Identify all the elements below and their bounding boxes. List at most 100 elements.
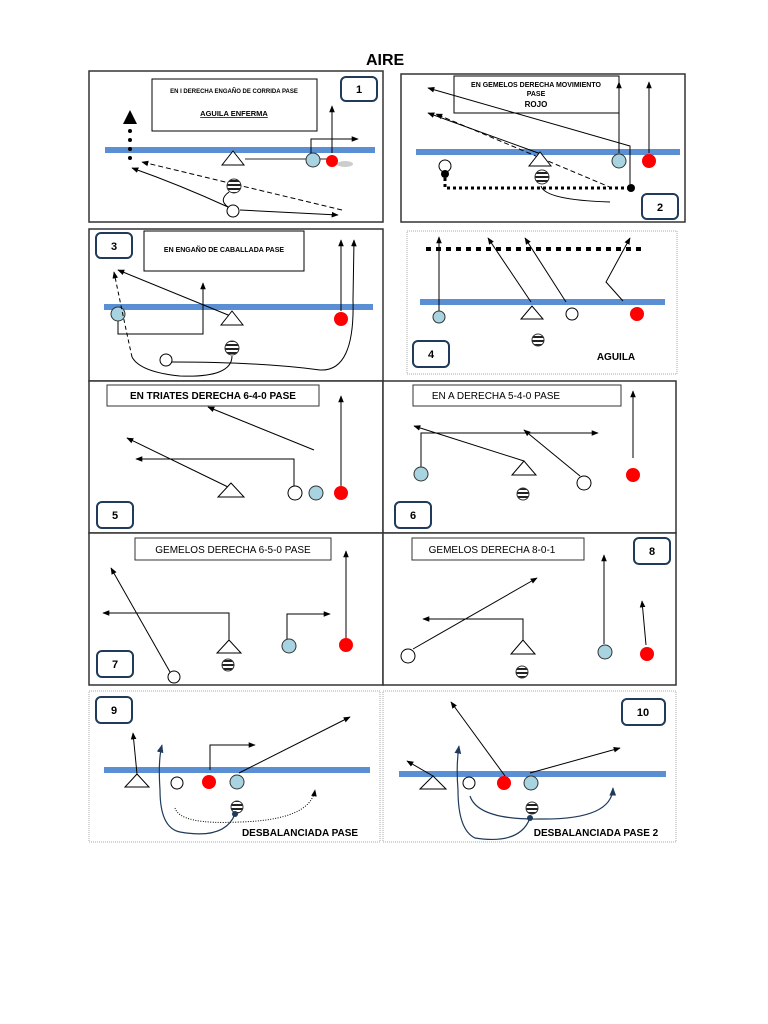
route-seam (238, 716, 351, 774)
receiver-blue (305, 152, 321, 168)
center-triangle (527, 151, 553, 167)
qb-path (131, 355, 233, 377)
play-6-number-badge (394, 501, 432, 529)
play-1-number: 1 (356, 84, 362, 96)
route-deep-post (207, 406, 315, 451)
route-wheel (156, 744, 236, 835)
quarterback-icon (534, 169, 550, 185)
motion-path (443, 178, 630, 190)
play-10: 10 DESBALANCIADA PASE 2 (382, 690, 677, 843)
play-7: GEMELOS DERECHA 6-5-0 PASE 7 (88, 532, 384, 686)
receiver-blue (229, 774, 245, 790)
receiver-blue (597, 644, 613, 660)
play-5-number-badge (96, 501, 134, 529)
route-fb (131, 167, 229, 208)
route-out (420, 430, 599, 467)
play-5: EN TRIATES DERECHA 6-4-0 PASE 5 (88, 380, 384, 534)
route-corner (117, 282, 206, 335)
play-2-number-badge (641, 193, 679, 220)
receiver-red (630, 307, 644, 321)
play-1-title: EN I DERECHA ENGAÑO DE CORRIDA PASE (170, 88, 298, 95)
route-post (117, 269, 234, 318)
receiver-red (640, 647, 654, 661)
route-post (126, 437, 229, 488)
motion-start-dot (441, 170, 449, 178)
center-triangle (509, 639, 537, 655)
running-back (159, 353, 173, 367)
play-3-title: EN ENGAÑO DE CABALLADA PASE (164, 245, 285, 254)
play-6-title: EN A DERECHA 5-4-0 PASE (432, 391, 561, 402)
route-out (310, 136, 359, 153)
handoff-dot (527, 815, 533, 821)
play-8-number: 8 (649, 546, 655, 558)
receiver-blue (523, 775, 539, 791)
running-back (462, 776, 476, 790)
route-flat (406, 760, 434, 777)
play-4-number: 4 (428, 349, 435, 361)
play-4-title: AGUILA (597, 352, 635, 363)
route-post (413, 425, 525, 462)
play-8-title-box (411, 537, 585, 561)
route-out (286, 611, 331, 640)
play-1-title-box (151, 78, 318, 132)
center-triangle (215, 639, 243, 654)
play-2-number: 2 (657, 202, 663, 214)
route-seam (427, 112, 542, 155)
play-1-subtitle: AGUILA ENFERMA (200, 109, 268, 118)
center-triangle (418, 775, 448, 790)
play-2: EN GEMELOS DERECHA MOVIMIENTO PASE ROJO … (400, 73, 686, 223)
quarterback-icon (226, 178, 242, 194)
play-9-title: DESBALANCIADA PASE (242, 828, 358, 839)
receiver-red (339, 638, 353, 652)
handoff-dot (232, 811, 238, 817)
receiver-red (642, 154, 656, 168)
route-seam (529, 746, 621, 774)
play-3-title-box (143, 230, 305, 272)
play-1-number-badge (340, 76, 378, 102)
quarterback-icon (525, 801, 539, 815)
running-back (170, 776, 184, 790)
play-9: 9 DESBALANCIADA PASE (88, 690, 381, 843)
play-6-title-box (412, 384, 622, 407)
play-3-number: 3 (111, 241, 117, 253)
play-5-title-box (106, 384, 320, 407)
route-post (412, 577, 538, 650)
receiver-blue (432, 310, 446, 324)
center-triangle (216, 482, 246, 498)
center-triangle (510, 460, 538, 476)
route-wheel (454, 745, 531, 841)
quarterback-icon (515, 665, 529, 679)
quarterback-icon (531, 333, 545, 347)
play-7-number: 7 (112, 659, 118, 671)
route-angle (523, 429, 581, 477)
play-8: GEMELOS DERECHA 8-0-1 8 (382, 532, 677, 686)
center-triangle (123, 773, 151, 788)
route-post-corner (605, 237, 631, 302)
receiver-red (497, 776, 511, 790)
line-of-scrimmage (104, 304, 373, 310)
shadow (337, 161, 353, 167)
running-back (167, 670, 181, 684)
target-triangle-icon (123, 110, 137, 124)
route-in (102, 610, 230, 641)
route-dashed (112, 271, 133, 358)
running-back (287, 485, 303, 501)
receiver-red (202, 775, 216, 789)
play-5-number: 5 (112, 510, 118, 522)
handoff-path (540, 185, 611, 203)
quarterback-icon (230, 800, 244, 814)
route-flat (239, 209, 339, 218)
route-go-2 (639, 600, 647, 646)
quarterback-icon (221, 658, 235, 672)
receiver-blue (611, 153, 627, 169)
play-3-number-badge (95, 232, 133, 259)
quarterback-icon (516, 487, 530, 501)
running-back (226, 204, 240, 218)
quarterback-icon (224, 340, 240, 356)
receiver-blue (308, 485, 324, 501)
receiver-blue (110, 306, 126, 322)
line-of-scrimmage (420, 299, 665, 305)
center-triangle (219, 310, 245, 326)
running-back (565, 307, 579, 321)
